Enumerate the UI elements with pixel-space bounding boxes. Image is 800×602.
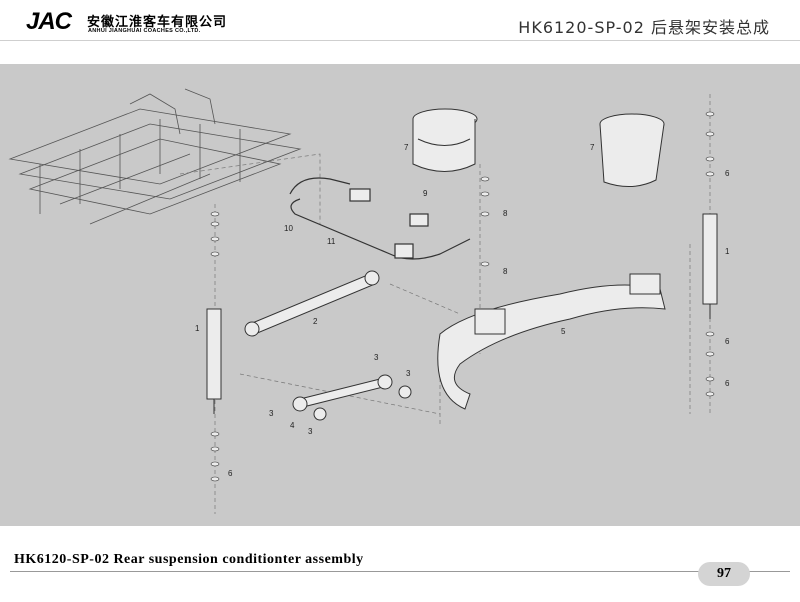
callout-8-lower: 8 (503, 267, 508, 276)
callout-10: 10 (284, 224, 293, 233)
air-spring-right (599, 113, 665, 187)
chassis-frame (8, 88, 302, 225)
callout-4: 4 (290, 421, 295, 430)
callout-labels: 7 7 6 9 8 8 10 11 1 2 5 1 6 6 3 3 3 4 3 … (195, 143, 730, 478)
footer-title: HK6120-SP-02 Rear suspension conditionte… (14, 552, 364, 567)
callout-8-upper: 8 (503, 209, 508, 218)
callout-7-right: 7 (590, 143, 595, 152)
callout-3-right: 3 (406, 369, 411, 378)
callout-6-left: 6 (228, 469, 233, 478)
callout-7-left: 7 (404, 143, 409, 152)
shock-absorber-right (702, 213, 718, 319)
callout-6-low-right: 6 (725, 379, 730, 388)
callout-1-left: 1 (195, 324, 200, 333)
stabilizer-bar (289, 177, 471, 260)
assembly-illustration: 7 7 6 9 8 8 10 11 1 2 5 1 6 6 3 3 3 4 3 … (8, 88, 730, 514)
callout-1-right: 1 (725, 247, 730, 256)
callout-5: 5 (561, 327, 566, 336)
company-name-en: ANHUI JIANGHUAI COACHES CO.,LTD. (88, 28, 201, 34)
callout-11: 11 (327, 237, 336, 246)
jac-logo: JAC (26, 8, 72, 35)
torque-rod (244, 270, 380, 337)
callout-3-bottom: 3 (308, 427, 313, 436)
callout-9: 9 (423, 189, 428, 198)
callout-6-mid-right: 6 (725, 337, 730, 346)
header-divider (0, 40, 800, 41)
company-name-cn: 安徽江淮客车有限公司 (87, 15, 228, 30)
callout-6-top-right: 6 (725, 169, 730, 178)
lower-link (292, 374, 412, 421)
callout-3-left: 3 (269, 409, 274, 418)
page-header: JAC 安徽江淮客车有限公司 ANHUI JIANGHUAI COACHES C… (0, 0, 800, 42)
air-spring-left (412, 108, 478, 172)
rear-axle (437, 273, 666, 410)
callout-2: 2 (313, 317, 318, 326)
footer-divider (10, 571, 790, 572)
exploded-view-drawing: 7 7 6 9 8 8 10 11 1 2 5 1 6 6 3 3 3 4 3 … (0, 64, 800, 526)
page-number-badge: 97 (698, 562, 750, 586)
document-title: HK6120-SP-02 后悬架安装总成 (518, 18, 770, 37)
callout-3-top: 3 (374, 353, 379, 362)
shock-absorber-left (206, 308, 222, 414)
washer-stacks (210, 111, 715, 482)
